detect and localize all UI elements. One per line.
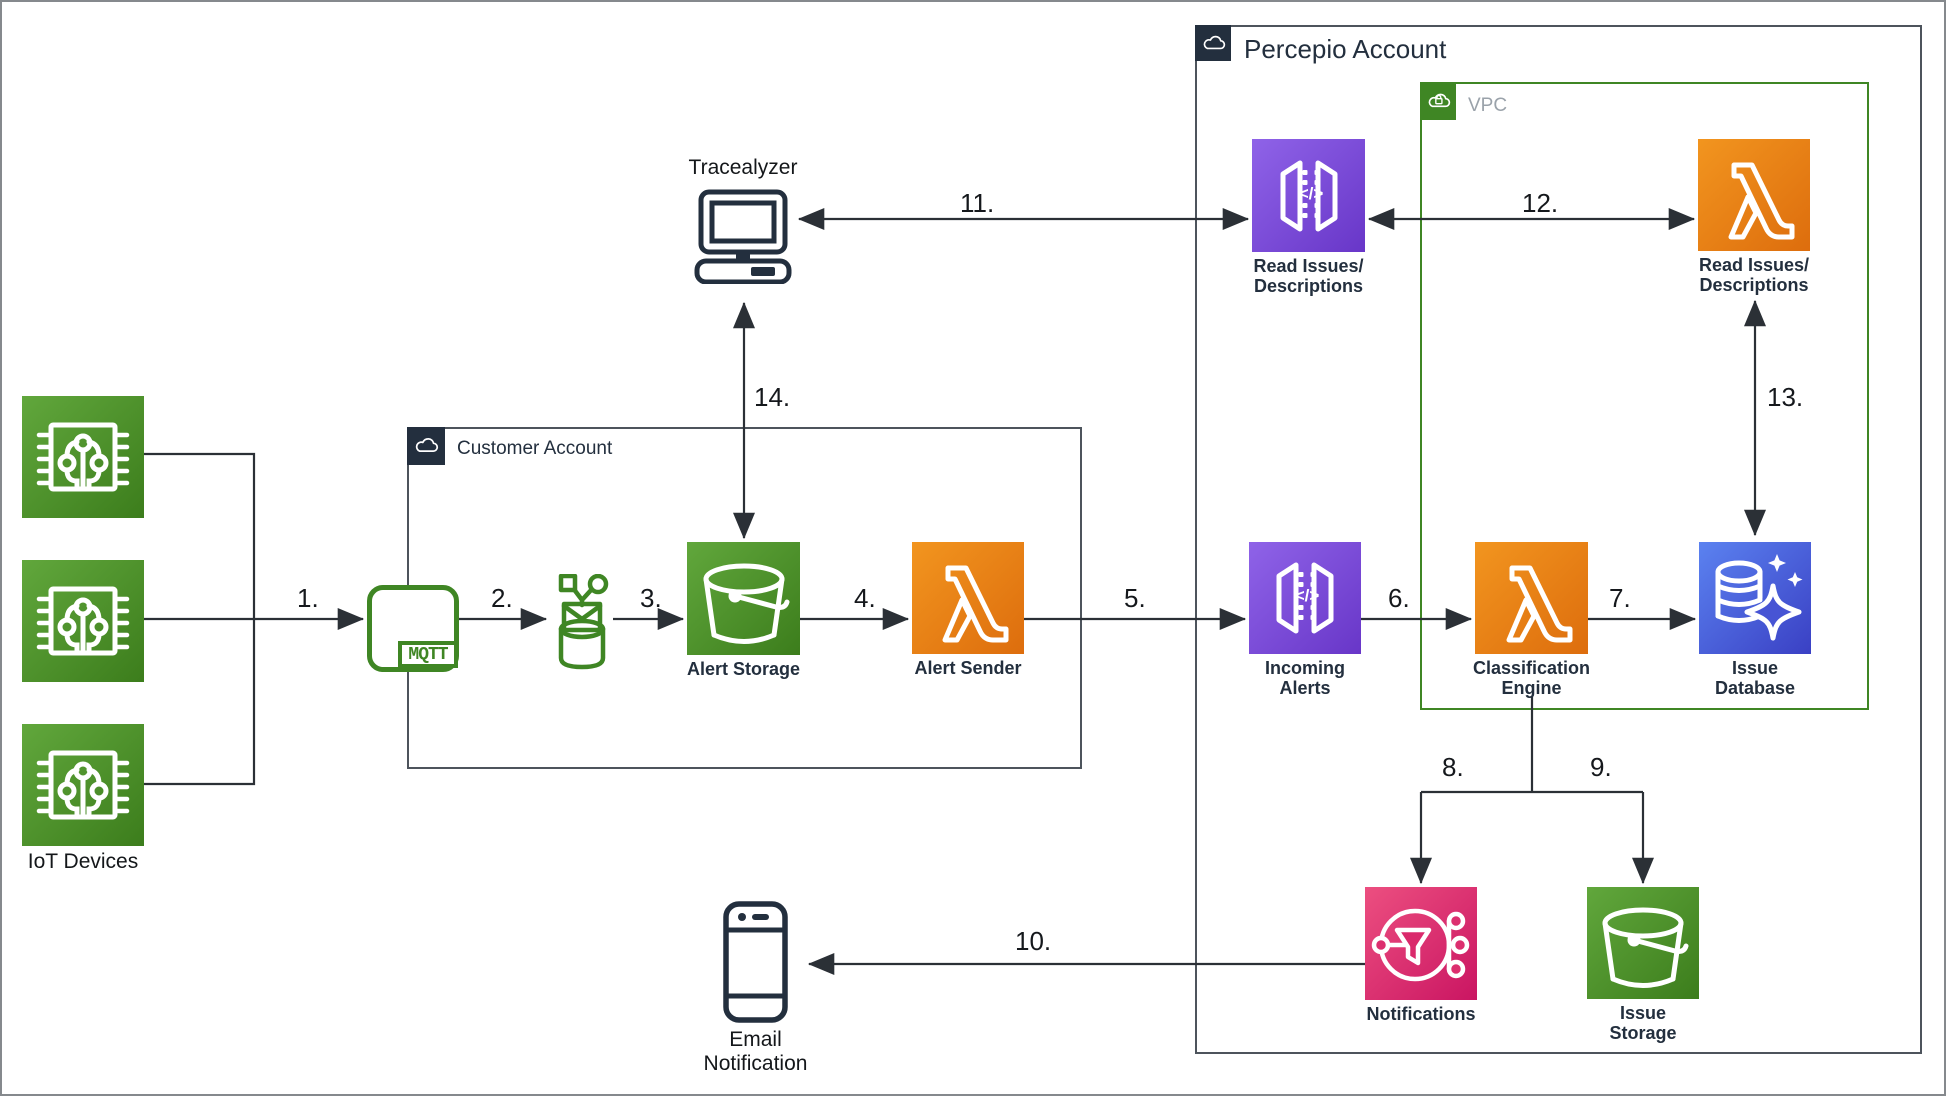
classification-engine-label: Classification Engine <box>1472 658 1591 699</box>
node-notifications: Notifications <box>1365 887 1477 1024</box>
node-alert-storage: Alert Storage <box>687 542 800 679</box>
step-4: 4. <box>854 583 876 613</box>
percepio-account-box: Percepio Account <box>1195 25 1922 1054</box>
step-12: 12. <box>1522 188 1559 218</box>
node-issue-database: Issue Database <box>1699 542 1811 698</box>
vpc-title: VPC <box>1468 95 1508 116</box>
lambda-icon <box>1475 542 1588 654</box>
iot-chip-icon <box>22 724 144 846</box>
iot-device-3: IoT Devices <box>22 724 144 873</box>
step-8: 8. <box>1442 752 1464 782</box>
phone-icon <box>723 901 788 1023</box>
mqtt-endpoint-icon: MQTT <box>367 585 459 672</box>
step-1: 1. <box>297 583 319 613</box>
computer-icon <box>694 189 792 284</box>
node-email-notification: Email Notification <box>704 900 807 1075</box>
api-gateway-icon: </> <box>1249 542 1361 654</box>
step-6: 6. <box>1388 583 1410 613</box>
node-read-issues-api: </> Read Issues/ Descriptions <box>1252 139 1365 296</box>
incoming-alerts-label: Incoming Alerts <box>1265 658 1345 699</box>
step-9: 9. <box>1590 752 1612 782</box>
api-gateway-icon: </> <box>1252 139 1365 252</box>
node-classification-engine: Classification Engine <box>1473 542 1590 698</box>
iot-device-2 <box>22 560 144 682</box>
customer-account-title: Customer Account <box>457 438 613 459</box>
s3-bucket-icon <box>687 542 800 655</box>
node-read-issues-lambda: Read Issues/ Descriptions <box>1698 139 1810 295</box>
database-sparkle-icon <box>1699 542 1811 654</box>
cloud-lock-icon <box>1420 82 1456 120</box>
s3-bucket-icon <box>1587 887 1699 999</box>
cloud-icon <box>1195 25 1231 61</box>
iot-chip-icon <box>22 560 144 682</box>
iot-rule-icon <box>551 574 613 672</box>
alert-storage-label: Alert Storage <box>686 659 801 679</box>
step-2: 2. <box>491 583 513 613</box>
lambda-icon <box>912 542 1024 654</box>
step-10: 10. <box>1015 926 1052 956</box>
percepio-account-title: Percepio Account <box>1244 34 1447 64</box>
mqtt-label: MQTT <box>398 641 458 668</box>
step-5: 5. <box>1124 583 1146 613</box>
iot-device-1 <box>22 396 144 518</box>
node-issue-storage: Issue Storage <box>1587 887 1699 1043</box>
cloud-icon <box>407 427 445 465</box>
step-7: 7. <box>1609 583 1631 613</box>
read-issues-api-label: Read Issues/ Descriptions <box>1253 256 1364 297</box>
notifications-label: Notifications <box>1366 1004 1476 1024</box>
step-13: 13. <box>1767 382 1804 412</box>
svg-text:</>: </> <box>1295 586 1320 605</box>
tracealyzer-label: Tracealyzer <box>688 156 798 180</box>
step-11: 11. <box>960 188 995 218</box>
step-3: 3. <box>640 583 662 613</box>
iot-devices-label: IoT Devices <box>27 850 139 873</box>
alert-sender-label: Alert Sender <box>914 658 1022 678</box>
iot-chip-icon <box>22 396 144 518</box>
iot-fanin-line <box>144 452 256 786</box>
issue-database-label: Issue Database <box>1714 658 1796 699</box>
node-alert-sender: Alert Sender <box>912 542 1024 678</box>
read-issues-lambda-label: Read Issues/ Descriptions <box>1698 255 1810 296</box>
node-incoming-alerts: </> Incoming Alerts <box>1249 542 1361 698</box>
step-14: 14. <box>754 382 791 412</box>
issue-storage-label: Issue Storage <box>1609 1003 1677 1044</box>
lambda-icon <box>1698 139 1810 251</box>
node-tracealyzer: Tracealyzer <box>689 156 797 284</box>
svg-text:</>: </> <box>1298 184 1323 203</box>
email-notification-label: Email Notification <box>703 1028 808 1075</box>
sns-filter-icon <box>1365 887 1477 1000</box>
vpc-box: VPC <box>1420 82 1869 710</box>
